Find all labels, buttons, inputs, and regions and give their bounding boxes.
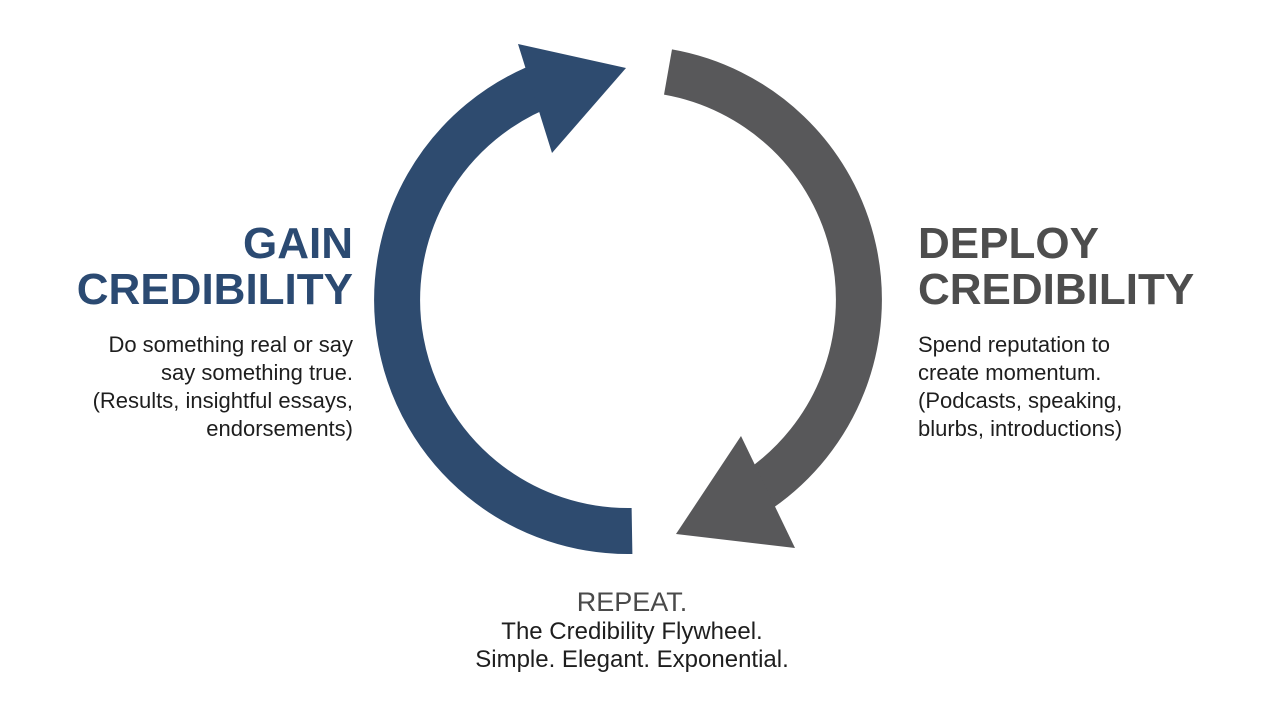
deploy-arrow-head-icon — [676, 436, 795, 548]
repeat-title: REPEAT. — [576, 587, 688, 617]
body-line: blurbs, introductions) — [918, 416, 1123, 441]
gain-credibility-description: Do something real or say say something t… — [20, 331, 353, 443]
gain-arrow-head-icon — [518, 44, 626, 153]
deploy-credibility-label: DEPLOY CREDIBILITY — [918, 221, 1258, 313]
deploy-arrow-arc — [663, 49, 882, 508]
body-line: say something true. — [161, 360, 353, 385]
heading-line: CREDIBILITY — [76, 265, 353, 314]
deploy-arrow — [663, 49, 882, 548]
repeat-label: REPEAT. The Credibility Flywheel. Simple… — [432, 586, 832, 674]
deploy-credibility-description: Spend reputation to create momentum. (Po… — [918, 331, 1258, 443]
subtitle-line: Simple. Elegant. Exponential. — [475, 646, 789, 673]
heading-line: CREDIBILITY — [918, 265, 1195, 314]
repeat-subtitle: The Credibility Flywheel. Simple. Elegan… — [432, 618, 832, 674]
body-line: (Podcasts, speaking, — [918, 388, 1123, 413]
deploy-credibility-heading: DEPLOY CREDIBILITY — [918, 221, 1258, 313]
subtitle-line: The Credibility Flywheel. — [501, 618, 763, 645]
body-line: endorsements) — [206, 416, 353, 441]
deploy-credibility-body: Spend reputation to create momentum. (Po… — [918, 331, 1258, 443]
body-line: create momentum. — [918, 360, 1102, 385]
body-line: (Results, insightful essays, — [92, 388, 353, 413]
gain-credibility-body: Do something real or say say something t… — [20, 331, 353, 443]
gain-credibility-heading: GAIN CREDIBILITY — [20, 221, 353, 313]
heading-line: DEPLOY — [918, 219, 1099, 268]
body-line: Do something real or say — [108, 332, 353, 357]
heading-line: GAIN — [243, 219, 353, 268]
gain-arrow-arc — [374, 61, 633, 555]
gain-arrow — [374, 44, 633, 555]
body-line: Spend reputation to — [918, 332, 1111, 357]
gain-credibility-label: GAIN CREDIBILITY — [20, 221, 353, 313]
